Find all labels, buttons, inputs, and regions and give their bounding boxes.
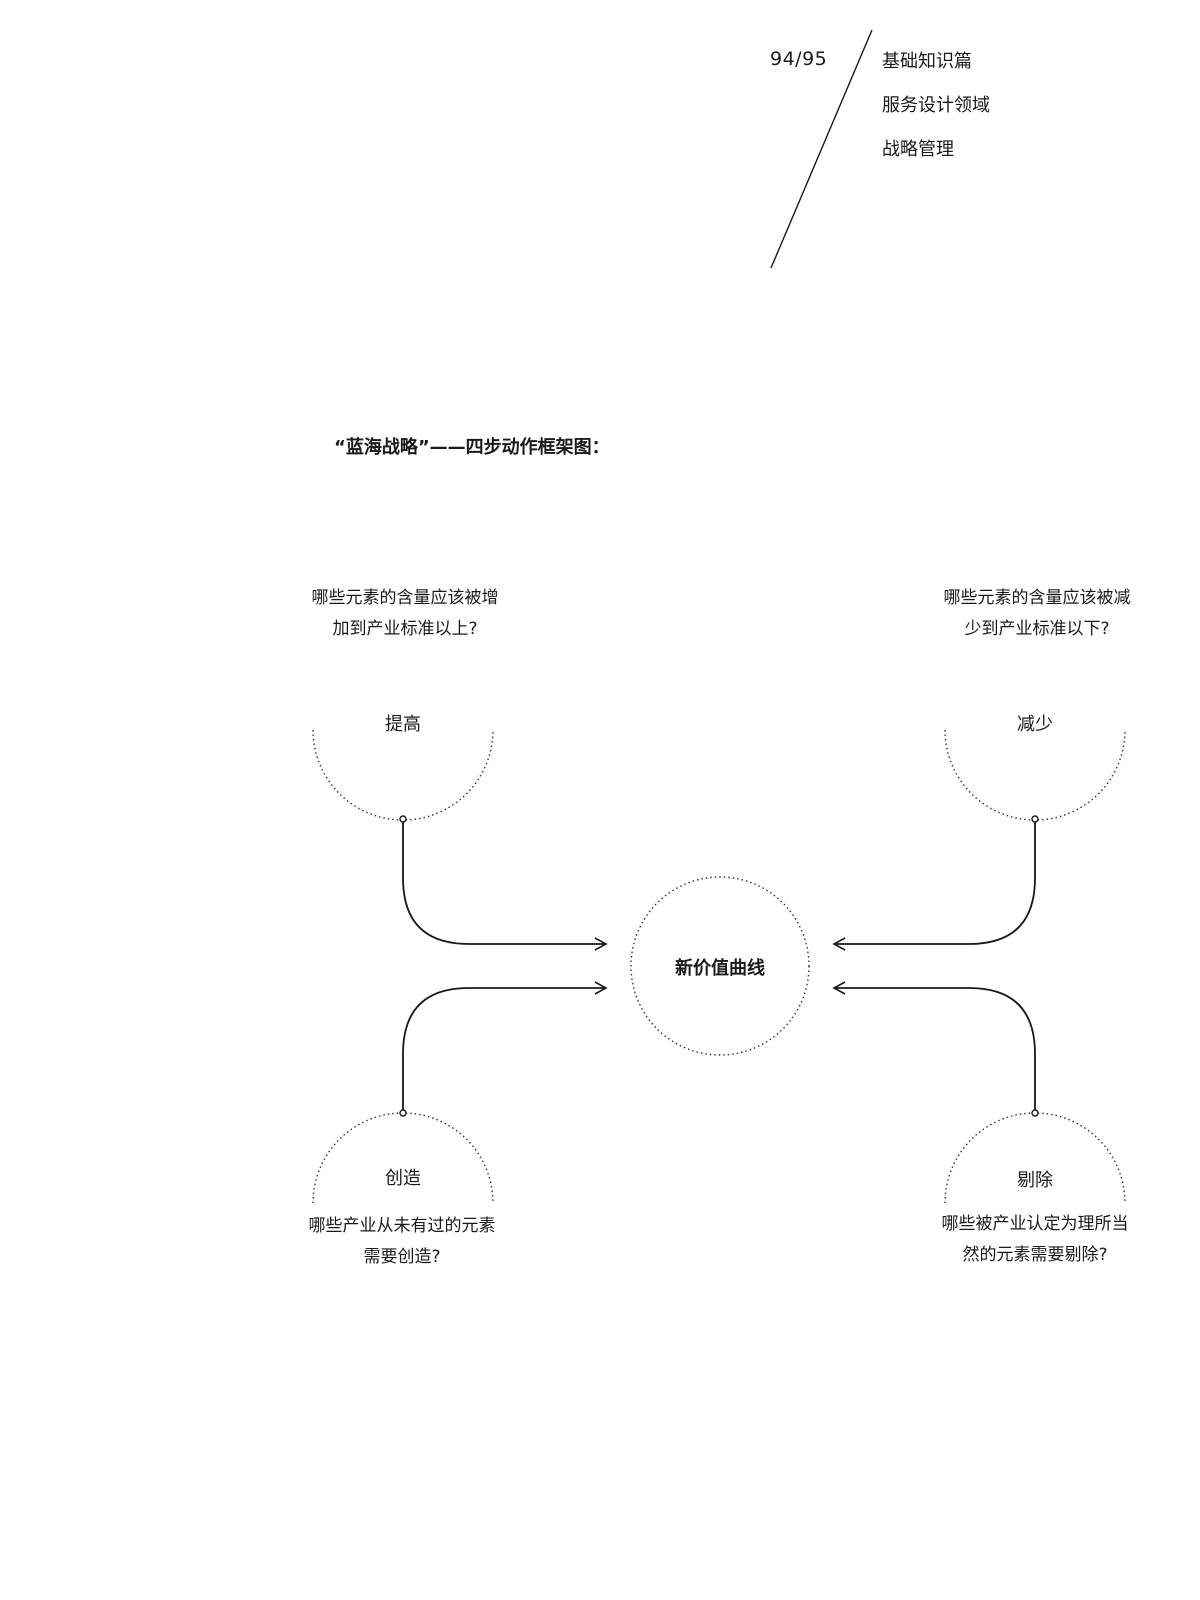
question-raise: 哪些元素的含量应该被增加到产业标准以上? (311, 588, 499, 639)
arrow-reduce (832, 820, 1036, 951)
question-create: 哪些产业从未有过的元素需要创造? (308, 1216, 496, 1267)
breadcrumb-domain: 服务设计领域 (882, 95, 990, 116)
action-label-create: 创造 (385, 1168, 421, 1189)
node-dot-reduce (1031, 815, 1039, 823)
arrow-raise (402, 820, 608, 951)
breadcrumb-section: 基础知识篇 (882, 51, 972, 72)
action-label-reduce: 减少 (1017, 714, 1053, 735)
question-eliminate: 哪些被产业认定为理所当然的元素需要剔除? (941, 1214, 1129, 1265)
question-reduce: 哪些元素的含量应该被减少到产业标准以下? (943, 588, 1131, 639)
header-divider-slash (770, 29, 873, 269)
arrow-create (402, 981, 608, 1112)
center-circle (630, 876, 810, 1056)
arrow-eliminate (832, 981, 1036, 1112)
action-label-eliminate: 剔除 (1017, 1170, 1053, 1191)
arc-raise (312, 729, 494, 821)
figure-title: “蓝海战略”——四步动作框架图： (334, 437, 610, 458)
arc-create (312, 1112, 494, 1204)
arc-eliminate (944, 1112, 1126, 1204)
center-label: 新价值曲线 (675, 958, 765, 979)
page-number: 94/95 (770, 48, 828, 70)
breadcrumb-topic: 战略管理 (882, 139, 954, 160)
action-label-raise: 提高 (385, 714, 421, 735)
node-dot-raise (399, 815, 407, 823)
node-dot-create (399, 1109, 407, 1117)
node-dot-eliminate (1031, 1109, 1039, 1117)
arc-reduce (944, 729, 1126, 821)
